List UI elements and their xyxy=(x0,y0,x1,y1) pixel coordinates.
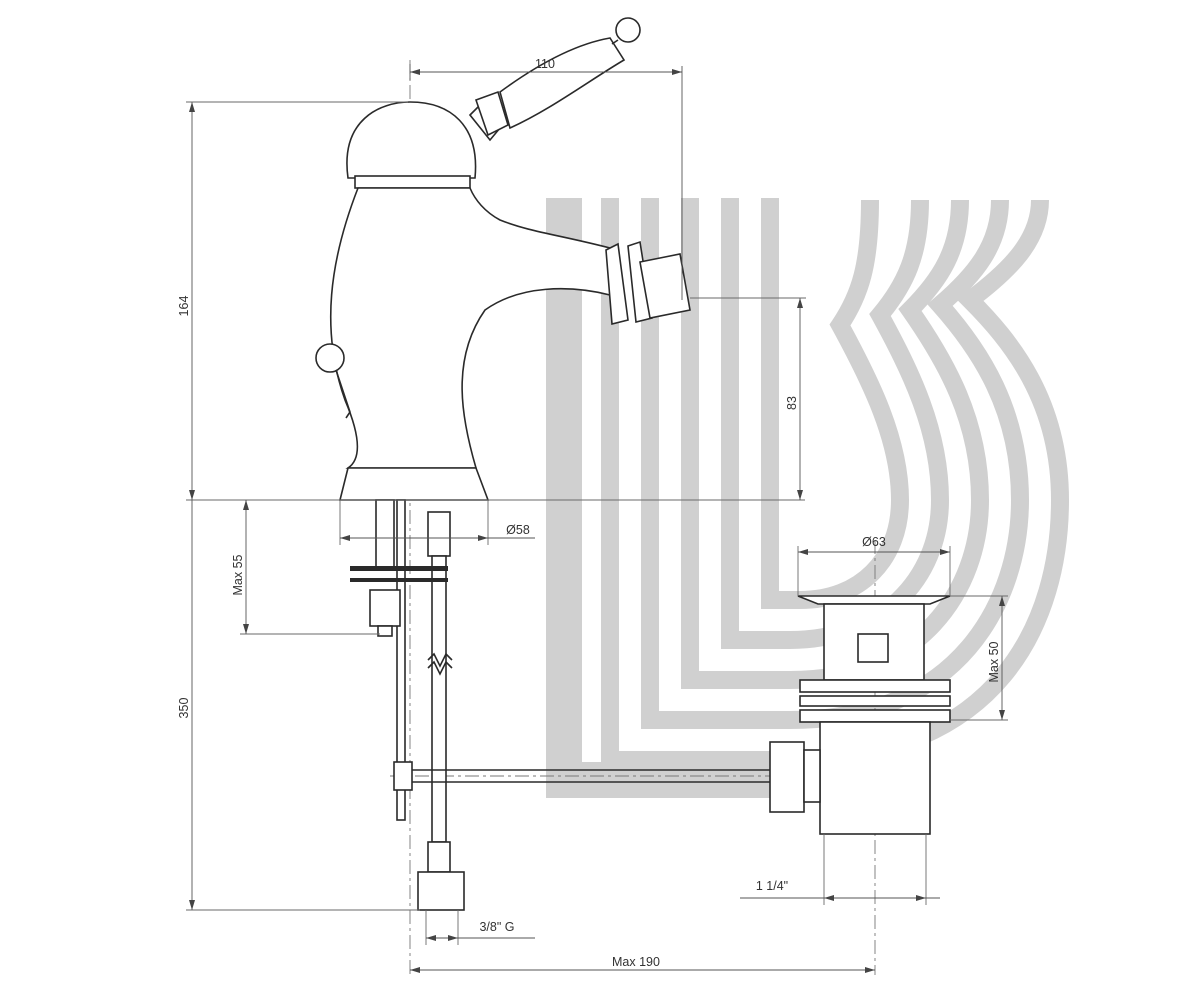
under-deck-fittings xyxy=(350,499,780,911)
dim-height-total: 164 xyxy=(177,296,191,317)
dim-max-deck: Max 55 xyxy=(231,554,245,595)
dim-max-waste: Max 50 xyxy=(987,641,1001,682)
dim-base-diameter: Ø58 xyxy=(506,523,530,537)
tap-body xyxy=(315,17,691,501)
dim-hose-thread: 3/8" G xyxy=(479,920,514,934)
dim-waste-diameter: Ø63 xyxy=(862,535,886,549)
waste-assembly xyxy=(769,595,951,835)
dimensions xyxy=(186,64,1008,973)
dim-waste-thread: 1 1/4" xyxy=(756,879,788,893)
dim-top-width: 110 xyxy=(535,57,555,71)
dim-spout-height: 83 xyxy=(785,396,799,410)
dim-hose-length: 350 xyxy=(177,698,191,719)
dim-max-reach: Max 190 xyxy=(612,955,660,969)
